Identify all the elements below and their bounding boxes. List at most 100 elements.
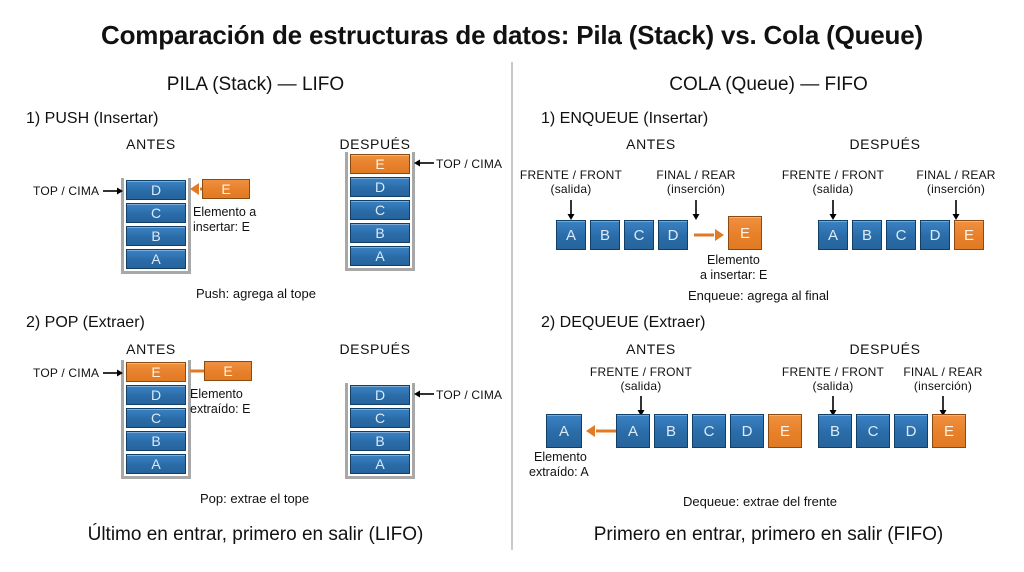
enqueue-before-rear-label-line2: (inserción) <box>666 182 726 196</box>
queue-cell: B <box>654 414 688 448</box>
push-before-stack: D C B A <box>121 178 191 274</box>
queue-cell: E <box>954 220 984 250</box>
stack-cell: C <box>126 203 186 223</box>
enqueue-before-queue: A B C D <box>556 220 688 250</box>
push-incoming-note-line1: Elemento a <box>193 205 257 219</box>
push-after-top-pointer-label: TOP / CIMA <box>436 157 503 171</box>
right-section-2-heading: 2) DEQUEUE (Extraer) <box>541 314 706 331</box>
pop-outgoing-note-line2: extraído: E <box>190 402 251 416</box>
push-incoming-element: E <box>202 179 250 199</box>
enqueue-before-front-arrow-icon <box>567 200 575 220</box>
enqueue-after-queue: A B C D E <box>818 220 984 250</box>
queue-cell: C <box>624 220 654 250</box>
queue-cell: C <box>692 414 726 448</box>
queue-cell: D <box>894 414 928 448</box>
dequeue-before-front-label-line1: FRENTE / FRONT <box>589 365 693 379</box>
stack-cell: A <box>350 454 410 474</box>
enqueue-before-front-label-line1: FRENTE / FRONT <box>519 168 623 182</box>
enqueue-incoming-element: E <box>728 216 762 250</box>
dequeue-extract-arrow-icon <box>586 425 616 437</box>
pop-antes-label: ANTES <box>126 341 176 357</box>
queue-cell: D <box>658 220 688 250</box>
enqueue-after-front-label-line1: FRENTE / FRONT <box>781 168 885 182</box>
dequeue-despues-label: DESPUÉS <box>849 341 921 357</box>
push-before-top-pointer-arrow-icon <box>103 187 123 195</box>
enqueue-insert-arrow-icon <box>694 229 724 241</box>
enqueue-despues-label: DESPUÉS <box>849 136 921 152</box>
push-antes-label: ANTES <box>126 136 176 152</box>
enqueue-after-rear-label-line1: FINAL / REAR <box>916 168 996 182</box>
pop-outgoing-note-line1: Elemento <box>190 387 243 401</box>
enqueue-before-rear-arrow-icon <box>692 200 700 220</box>
dequeue-outgoing-note-line2: extraído: A <box>529 465 589 479</box>
queue-cell: C <box>856 414 890 448</box>
push-before-top-pointer-label: TOP / CIMA <box>33 184 100 198</box>
enqueue-after-rear-arrow-icon <box>952 200 960 220</box>
dequeue-outgoing-element: A <box>546 414 582 448</box>
stack-cell: E <box>350 154 410 174</box>
dequeue-outgoing-note-line1: Elemento <box>534 450 587 464</box>
queue-cell: E <box>768 414 802 448</box>
dequeue-after-rear-label-line1: FINAL / REAR <box>903 365 983 379</box>
stack-cell: A <box>126 249 186 269</box>
dequeue-before-queue: A B C D E <box>616 414 802 448</box>
dequeue-after-front-arrow-icon <box>829 396 837 416</box>
stack-cell: D <box>350 385 410 405</box>
enqueue-caption: Enqueue: agrega al final <box>688 288 829 303</box>
enqueue-after-rear-label-line2: (inserción) <box>926 182 986 196</box>
queue-cell: B <box>852 220 882 250</box>
enqueue-antes-label: ANTES <box>626 136 676 152</box>
enqueue-incoming-note-line2: a insertar: E <box>700 268 768 282</box>
queue-cell: B <box>818 414 852 448</box>
pop-before-top-pointer-label: TOP / CIMA <box>33 366 100 380</box>
left-section-1-heading: 1) PUSH (Insertar) <box>26 110 159 127</box>
push-despues-label: DESPUÉS <box>339 136 411 152</box>
pop-before-stack: E D C B A <box>121 360 191 479</box>
left-panel-heading: PILA (Stack) — LIFO <box>166 74 345 95</box>
queue-cell: C <box>886 220 916 250</box>
page-title: Comparación de estructuras de datos: Pil… <box>101 20 923 50</box>
queue-cell: E <box>932 414 966 448</box>
stack-cell: B <box>126 431 186 451</box>
pop-after-stack: D C B A <box>345 383 415 479</box>
stack-cell: B <box>126 226 186 246</box>
pop-outgoing-element: E <box>204 361 252 381</box>
pop-despues-label: DESPUÉS <box>339 341 411 357</box>
left-panel-footer: Último en entrar, primero en salir (LIFO… <box>87 524 424 545</box>
stack-cell: E <box>126 362 186 382</box>
dequeue-antes-label: ANTES <box>626 341 676 357</box>
stack-cell: D <box>350 177 410 197</box>
stack-cell: B <box>350 223 410 243</box>
push-after-stack: E D C B A <box>345 152 415 271</box>
queue-cell: A <box>556 220 586 250</box>
right-section-1-heading: 1) ENQUEUE (Insertar) <box>541 110 709 127</box>
queue-cell: D <box>920 220 950 250</box>
stack-cell: C <box>350 200 410 220</box>
pop-after-top-pointer-arrow-icon <box>414 390 434 398</box>
panel-divider <box>511 62 513 550</box>
push-incoming-note-line2: insertar: E <box>193 220 250 234</box>
dequeue-after-rear-arrow-icon <box>939 396 947 416</box>
enqueue-after-front-arrow-icon <box>829 200 837 220</box>
stack-cell: B <box>350 431 410 451</box>
right-panel-footer: Primero en entrar, primero en salir (FIF… <box>593 524 944 545</box>
stack-cell: A <box>126 454 186 474</box>
stack-cell: C <box>350 408 410 428</box>
pop-after-top-pointer-label: TOP / CIMA <box>436 388 503 402</box>
left-section-2-heading: 2) POP (Extraer) <box>26 314 145 331</box>
enqueue-before-front-label-line2: (salida) <box>550 182 592 196</box>
queue-cell: B <box>590 220 620 250</box>
dequeue-before-front-label-line2: (salida) <box>620 379 662 393</box>
enqueue-before-rear-label-line1: FINAL / REAR <box>656 168 736 182</box>
dequeue-after-front-label-line2: (salida) <box>812 379 854 393</box>
stack-cell: A <box>350 246 410 266</box>
enqueue-after-front-label-line2: (salida) <box>812 182 854 196</box>
stack-cell: C <box>126 408 186 428</box>
enqueue-incoming-note-line1: Elemento <box>707 253 760 267</box>
push-after-top-pointer-arrow-icon <box>414 159 434 167</box>
push-caption: Push: agrega al tope <box>196 286 316 301</box>
dequeue-before-front-arrow-icon <box>637 396 645 416</box>
stack-cell: D <box>126 180 186 200</box>
pop-before-top-pointer-arrow-icon <box>103 369 123 377</box>
